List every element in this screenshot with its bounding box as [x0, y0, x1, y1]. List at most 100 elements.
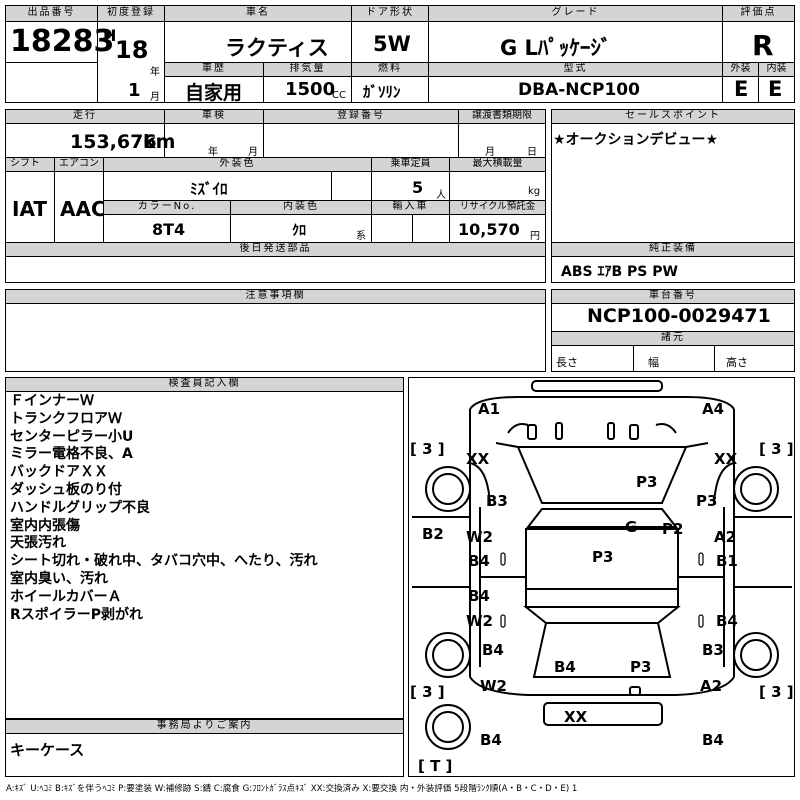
mark-b4-tail: B4	[554, 658, 576, 676]
load-unit: kg	[528, 186, 541, 197]
mark-a2-right: A2	[714, 528, 736, 546]
capacity-unit: 人	[436, 190, 446, 201]
mileage: 153,676	[70, 131, 157, 153]
headlight-left	[527, 424, 537, 440]
mark-b4-left2: B4	[468, 587, 490, 605]
mark-b4-bottom-left: B4	[480, 731, 502, 749]
car-damage-diagram: A1 A4 [ 3 ] [ 3 ] XX XX P3 B3 P3 B2 G P2…	[410, 380, 794, 775]
mark-p3-right: P3	[696, 492, 717, 510]
sales-point: ★オークションデビュー★	[553, 132, 719, 148]
mark-g: G	[625, 518, 637, 536]
model: DBA-NCP100	[518, 80, 640, 100]
load-label: 最大積載量	[450, 158, 545, 172]
office-label: 事務局よりご案内	[6, 720, 403, 734]
recycle-fee: 10,570	[458, 220, 520, 239]
score: R	[752, 29, 774, 62]
office-text: キーケース	[10, 741, 85, 759]
month-unit: 月	[150, 92, 160, 103]
headlight-right	[629, 424, 639, 440]
mark-a4: A4	[702, 400, 724, 418]
vehicle-detail-table	[5, 109, 546, 283]
mark-rxx: XX	[714, 450, 738, 468]
lot-no: 18283	[10, 24, 115, 59]
wheel-front-right	[733, 466, 779, 512]
int-score: E	[768, 77, 783, 101]
mark-b3-right: B3	[702, 641, 724, 659]
mark-tr3: [ 3 ]	[759, 440, 794, 458]
transfer-label: 譲渡書類期限	[459, 110, 545, 124]
displacement: 1500	[285, 79, 336, 100]
note-line: ＦインナーＷ	[10, 393, 94, 409]
model-label: 型式	[429, 63, 722, 77]
chassis-box	[551, 289, 795, 372]
sales-point-box	[551, 109, 795, 283]
mark-w2-left-rear: W2	[480, 677, 507, 695]
int-color: ｸﾛ	[292, 223, 306, 239]
equipment: ABS ｴｱB PS PW	[561, 264, 678, 280]
note-line: ミラー電格不良、A	[10, 446, 133, 463]
reg-year: 18	[115, 36, 149, 64]
color-no: 8T4	[152, 220, 186, 239]
mark-xx-bottom: XX	[564, 708, 588, 726]
hood	[516, 446, 688, 504]
ac-label: エアコン	[55, 158, 103, 172]
mark-a1: A1	[478, 400, 500, 418]
grade: G Lﾊﾟｯｹｰｼﾞ	[500, 36, 612, 60]
notes-label: 注意事項欄	[6, 290, 545, 304]
mark-tl3: [ 3 ]	[410, 440, 445, 458]
later-parts-label: 後日発送部品	[6, 243, 545, 257]
year-unit: 年	[150, 67, 160, 78]
mark-p2: P2	[662, 520, 683, 538]
width-label: 幅	[648, 356, 659, 369]
reg-month: 1	[128, 80, 141, 101]
ac: AAC	[60, 197, 106, 221]
rear-bumper	[543, 702, 663, 726]
insp-month-unit: 月	[248, 147, 258, 158]
int-color-unit: 系	[356, 231, 366, 242]
mileage-unit: km	[143, 131, 176, 153]
car-name-label: 車名	[165, 6, 351, 22]
int-label: 内装	[759, 63, 794, 77]
mark-bl3: [ 3 ]	[410, 683, 445, 701]
chassis-label: 車台番号	[552, 290, 794, 304]
transfer-day-unit: 日	[527, 147, 537, 158]
door-label: ドア形状	[352, 6, 428, 22]
mark-p3-tail: P3	[630, 658, 651, 676]
mark-b4-right: B4	[716, 612, 738, 630]
chassis-no: NCP100-0029471	[587, 305, 771, 327]
insp-year-unit: 年	[208, 147, 218, 158]
inspection-label: 車検	[165, 110, 263, 124]
note-line: 室内内張傷	[10, 517, 80, 534]
car-name: ラクティス	[225, 36, 329, 60]
mark-b4-left-wheel: B4	[482, 641, 504, 659]
height-label: 高さ	[726, 356, 748, 369]
grade-label: グレード	[429, 6, 722, 22]
inspector-notes: ＦインナーＷ トランクフロアＷ センターピラー小U ミラー電格不良、A バックド…	[10, 393, 317, 624]
inspector-box	[5, 377, 404, 719]
rear-outline	[469, 676, 735, 696]
note-line: ハンドルグリップ不良	[10, 499, 150, 516]
displacement-label: 排気量	[264, 63, 351, 77]
ext-score: E	[734, 77, 749, 101]
mileage-label: 走行	[6, 110, 164, 124]
mark-w2-left2: W2	[466, 612, 493, 630]
note-line: ホイールカバーＡ	[10, 588, 122, 605]
note-line: シート切れ・破れ中、タバコ穴中、へたり、汚れ	[10, 553, 318, 570]
header-table	[5, 5, 795, 103]
note-line: 室内臭い、汚れ	[10, 570, 108, 587]
import-label: 輸入車	[372, 201, 449, 215]
first-reg-label: 初度登録	[98, 6, 164, 22]
mark-b4-left: B4	[468, 552, 490, 570]
length-label: 長さ	[556, 356, 578, 369]
ext-label: 外装	[723, 63, 758, 77]
displacement-unit: CC	[332, 90, 346, 101]
mark-b1: B1	[716, 552, 738, 570]
note-line: バックドアＸＸ	[10, 464, 108, 481]
mark-p3-hood: P3	[636, 473, 657, 491]
windshield	[525, 508, 679, 528]
capacity-label: 乗車定員	[372, 158, 449, 172]
mark-b4-bottom-right: B4	[702, 731, 724, 749]
int-color-label: 内装色	[231, 201, 371, 215]
spare-tire	[425, 704, 471, 750]
mark-a2-right-rear: A2	[700, 677, 722, 695]
